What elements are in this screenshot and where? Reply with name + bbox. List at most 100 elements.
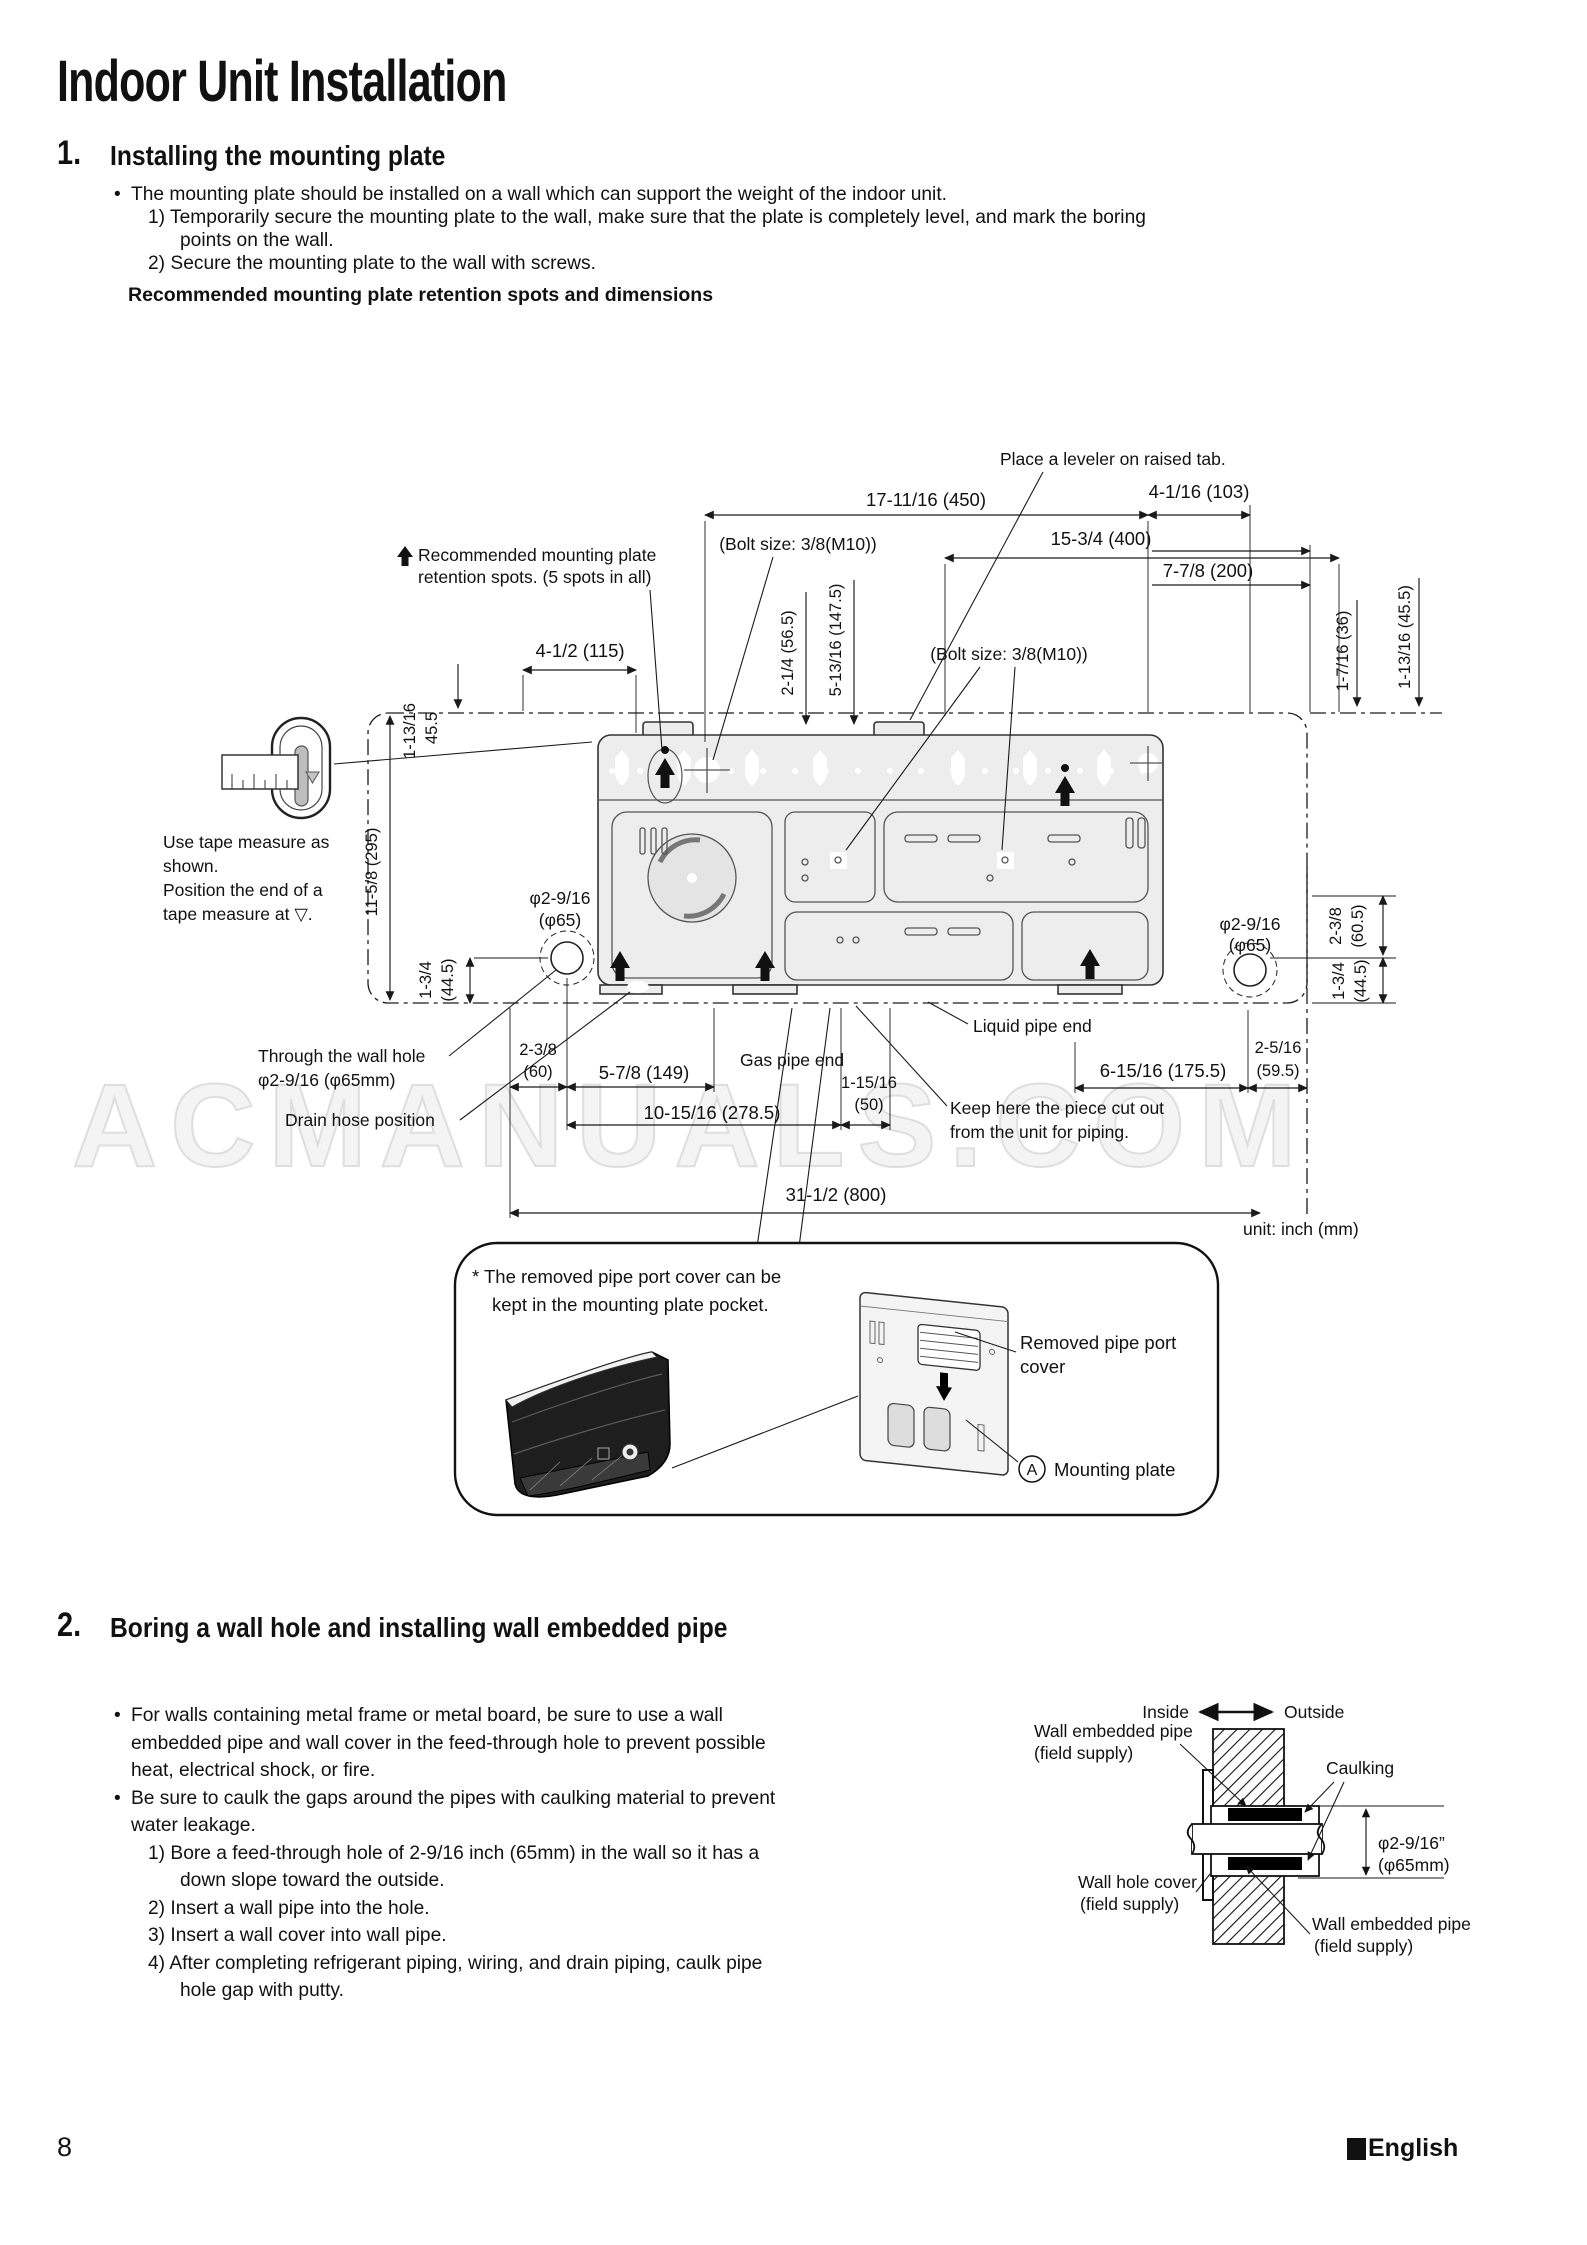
section1-line4: 2) Secure the mounting plate to the wall… (148, 253, 596, 274)
mini-mounting-plate (859, 1291, 1009, 1476)
down-arrow-icon (936, 1372, 952, 1401)
plate-foot (732, 984, 798, 995)
bolt-hole-right (1130, 746, 1163, 781)
dim-445-right-b: (44.5) (1352, 959, 1370, 1002)
footer-language-label: English (1368, 2134, 1459, 2162)
dim-445-right-a: 1-3/4 (1330, 962, 1348, 1000)
tape-note-line3: Position the end of a (163, 880, 323, 900)
section1-line2: 1) Temporarily secure the mounting plate… (148, 207, 1146, 228)
footer-language: English (1347, 2134, 1458, 2163)
hole-diameter-label-2: (φ65mm) (1378, 1855, 1450, 1875)
wall-upper (1212, 1728, 1285, 1808)
dim-605-b: (60.5) (1349, 904, 1367, 947)
section2-line4: Be sure to caulk the gaps around the pip… (131, 1788, 776, 1809)
wall-embedded-pipe-top-label-1: Wall embedded pipe (1034, 1721, 1193, 1741)
dim-115-label: 4-1/2 (115) (535, 640, 624, 661)
hole-diameter-label-1: φ2-9/16” (1378, 1833, 1445, 1853)
caulking-label: Caulking (1326, 1758, 1394, 1778)
hole-right-label-1: φ2-9/16 (1220, 914, 1281, 934)
refrigerant-pipe (1186, 1823, 1326, 1855)
boundary-box (367, 712, 1442, 1218)
bolt-size-label-2: (Bolt size: 3/8(M10)) (930, 644, 1088, 664)
wall-embedded-pipe-bottom-label-1: Wall embedded pipe (1312, 1914, 1471, 1934)
section1-line1: The mounting plate should be installed o… (131, 184, 947, 205)
dim-595-b: (59.5) (1256, 1062, 1299, 1080)
page-title: Indoor Unit Installation (57, 49, 507, 114)
retention-note-line2: retention spots. (5 spots in all) (418, 567, 651, 587)
retention-spot-arrows (610, 746, 1100, 981)
black-square-icon (1347, 2137, 1366, 2160)
dim-50-a: 1-15/16 (841, 1074, 897, 1092)
dim-60-b: (60) (523, 1063, 552, 1081)
dim-605-a: 2-3/8 (1327, 907, 1345, 945)
dim-1755-label: 6-15/16 (175.5) (1100, 1060, 1227, 1081)
dim-565-label: 2-1/4 (56.5) (779, 610, 797, 695)
bolt-hole-left (684, 748, 730, 793)
section2-line10: 4) After completing refrigerant piping, … (148, 1953, 763, 1974)
keep-piece-label-2: from the unit for piping. (950, 1122, 1129, 1142)
section2-heading: Boring a wall hole and installing wall e… (110, 1612, 728, 1643)
tape-measure-icon (221, 716, 593, 820)
wall-hole-right (1222, 942, 1278, 998)
wall-hole-cover-label-1: Wall hole cover (1078, 1872, 1197, 1892)
bullet-glyph: • (114, 1788, 121, 1809)
plate-slots (639, 817, 1146, 944)
section2-line9: 3) Insert a wall cover into wall pipe. (148, 1925, 447, 1946)
plate-panels (611, 811, 1149, 981)
mini-plate-cover (917, 1323, 981, 1371)
circled-a-icon (1018, 1455, 1046, 1483)
circled-a-letter: A (1027, 1462, 1038, 1479)
dim-1475-label: 5-13/16 (147.5) (827, 584, 845, 697)
caulking-top (1228, 1808, 1302, 1821)
tape-note-line4: tape measure at ▽. (163, 904, 313, 924)
bolt-size-label-1: (Bolt size: 3/8(M10)) (719, 534, 877, 554)
section1-number: 1. (57, 134, 82, 172)
unit-note-label: unit: inch (mm) (1243, 1219, 1359, 1239)
section1-line3: points on the wall. (180, 230, 334, 251)
through-wall-label-1: Through the wall hole (258, 1046, 425, 1066)
section2-line7: down slope toward the outside. (180, 1870, 445, 1891)
wall-embedded-pipe-top-label-2: (field supply) (1034, 1743, 1133, 1763)
section2-line1: For walls containing metal frame or meta… (131, 1705, 723, 1726)
wall-hole-diagram: Inside Outside Wall embedded pipe (field… (1034, 1702, 1471, 1956)
dim-36-label: 1-7/16 (36) (1334, 611, 1352, 692)
mounting-plate-diagram: Place a leveler on raised tab. 17-11/16 … (163, 449, 1442, 1248)
removed-cover-label-2: cover (1020, 1356, 1065, 1377)
keep-piece-label-1: Keep here the piece cut out (950, 1098, 1164, 1118)
dim-2785-label: 10-15/16 (278.5) (644, 1102, 781, 1123)
hole-right-label-2: (φ65) (1229, 935, 1271, 955)
drain-hose-label: Drain hose position (285, 1110, 435, 1130)
dim-60-a: 2-3/8 (519, 1041, 557, 1059)
bullet-glyph: • (114, 1705, 121, 1726)
place-leveler-label: Place a leveler on raised tab. (1000, 449, 1226, 469)
section2-line6: 1) Bore a feed-through hole of 2-9/16 in… (148, 1843, 760, 1864)
section1-subheading: Recommended mounting plate retention spo… (128, 284, 714, 306)
hole-left-label-1: φ2-9/16 (530, 888, 591, 908)
knockout-circle (647, 833, 737, 923)
dim-800-label: 31-1/2 (800) (786, 1184, 887, 1205)
indoor-unit-illustration (505, 1351, 671, 1498)
dim-50-b: (50) (854, 1096, 883, 1114)
section2-line3: heat, electrical shock, or fire. (131, 1760, 376, 1781)
page-number: 8 (57, 2132, 73, 2162)
dim-103-label: 4-1/16 (103) (1149, 481, 1250, 502)
section2-line8: 2) Insert a wall pipe into the hole. (148, 1898, 430, 1919)
removed-cover-label-1: Removed pipe port (1020, 1332, 1176, 1353)
up-arrow-icon (397, 546, 413, 566)
anchor-square-left (830, 852, 847, 869)
section2-number: 2. (57, 1606, 82, 1644)
section2-line5: water leakage. (131, 1815, 256, 1836)
tape-note-line1: Use tape measure as (163, 832, 330, 852)
section2-line11: hole gap with putty. (180, 1980, 344, 2001)
dim-149-label: 5-7/8 (149) (599, 1062, 690, 1083)
dim-200-label: 7-7/8 (200) (1163, 560, 1254, 581)
wall-embedded-pipe-bottom-label-2: (field supply) (1314, 1936, 1413, 1956)
drain-hose-oval (627, 981, 649, 993)
liquid-pipe-label: Liquid pipe end (973, 1016, 1092, 1036)
inside-label: Inside (1142, 1702, 1189, 1722)
dim-455-left-a: 1-13/16 (401, 703, 419, 759)
note-line2: kept in the mounting plate pocket. (492, 1294, 769, 1315)
section1-heading: Installing the mounting plate (110, 140, 446, 171)
hole-left-label-2: (φ65) (539, 910, 581, 930)
